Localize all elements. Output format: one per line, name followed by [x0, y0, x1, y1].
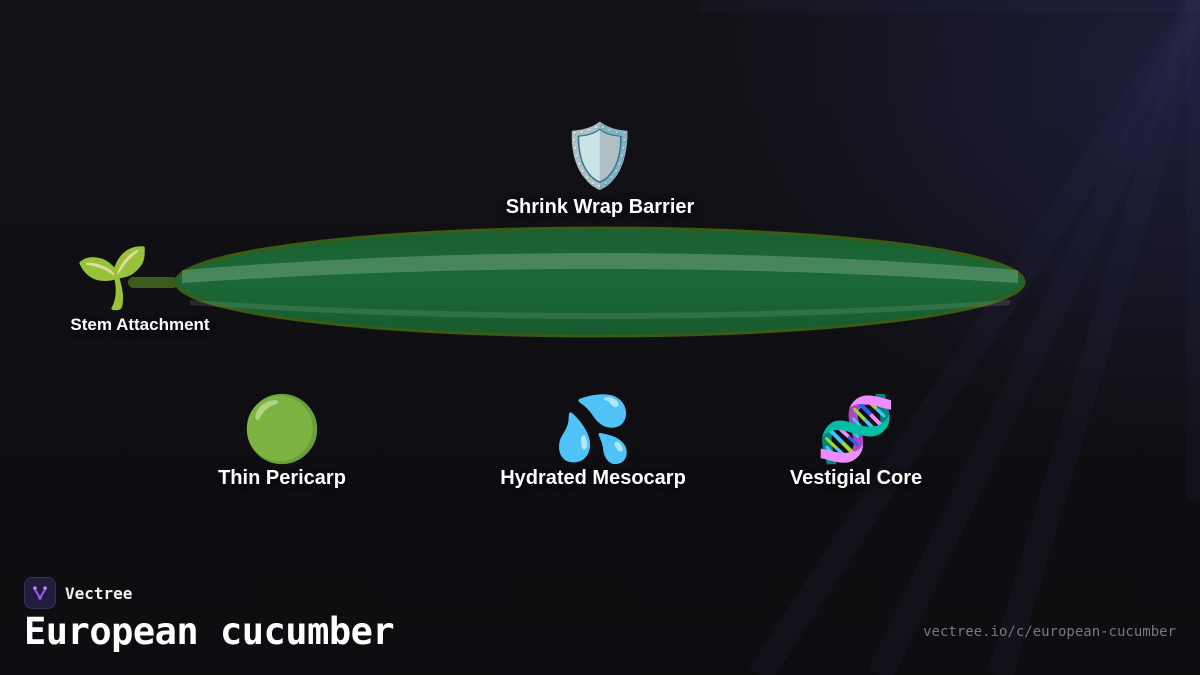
callout-vestigial-core: 🧬 Vestigial Core: [790, 397, 922, 490]
seedling-icon: 🌱: [75, 244, 151, 311]
page-title: European cucumber: [24, 610, 395, 653]
brand[interactable]: Vectree: [24, 577, 132, 609]
callout-shrink-wrap-barrier: 🛡️ Shrink Wrap Barrier: [506, 126, 695, 219]
vectree-logo-icon: [24, 577, 56, 609]
droplets-icon: 💦: [553, 393, 633, 465]
callout-thin-pericarp: 🟢 Thin Pericarp: [218, 397, 346, 490]
callout-label: Vestigial Core: [789, 467, 923, 489]
callout-hydrated-mesocarp: 💦 Hydrated Mesocarp: [500, 397, 686, 490]
page-url[interactable]: vectree.io/c/european-cucumber: [923, 624, 1176, 640]
callout-label: Hydrated Mesocarp: [500, 467, 686, 489]
cucumber-stem: [128, 277, 178, 288]
shrink-wrap-lower-sheen: [190, 300, 1010, 319]
brand-name: Vectree: [65, 583, 133, 603]
green-circle-icon: 🟢: [242, 393, 322, 465]
shield-icon: 🛡️: [561, 122, 639, 191]
callout-label: Thin Pericarp: [218, 467, 346, 489]
callout-stem-attachment: 🌱 Stem Attachment: [70, 248, 209, 335]
dna-icon: 🧬: [816, 393, 896, 465]
cucumber-body: [174, 226, 1026, 338]
callout-label: Shrink Wrap Barrier: [505, 196, 695, 218]
shrink-wrap-highlight: [182, 253, 1018, 283]
callout-label: Stem Attachment: [70, 315, 210, 334]
